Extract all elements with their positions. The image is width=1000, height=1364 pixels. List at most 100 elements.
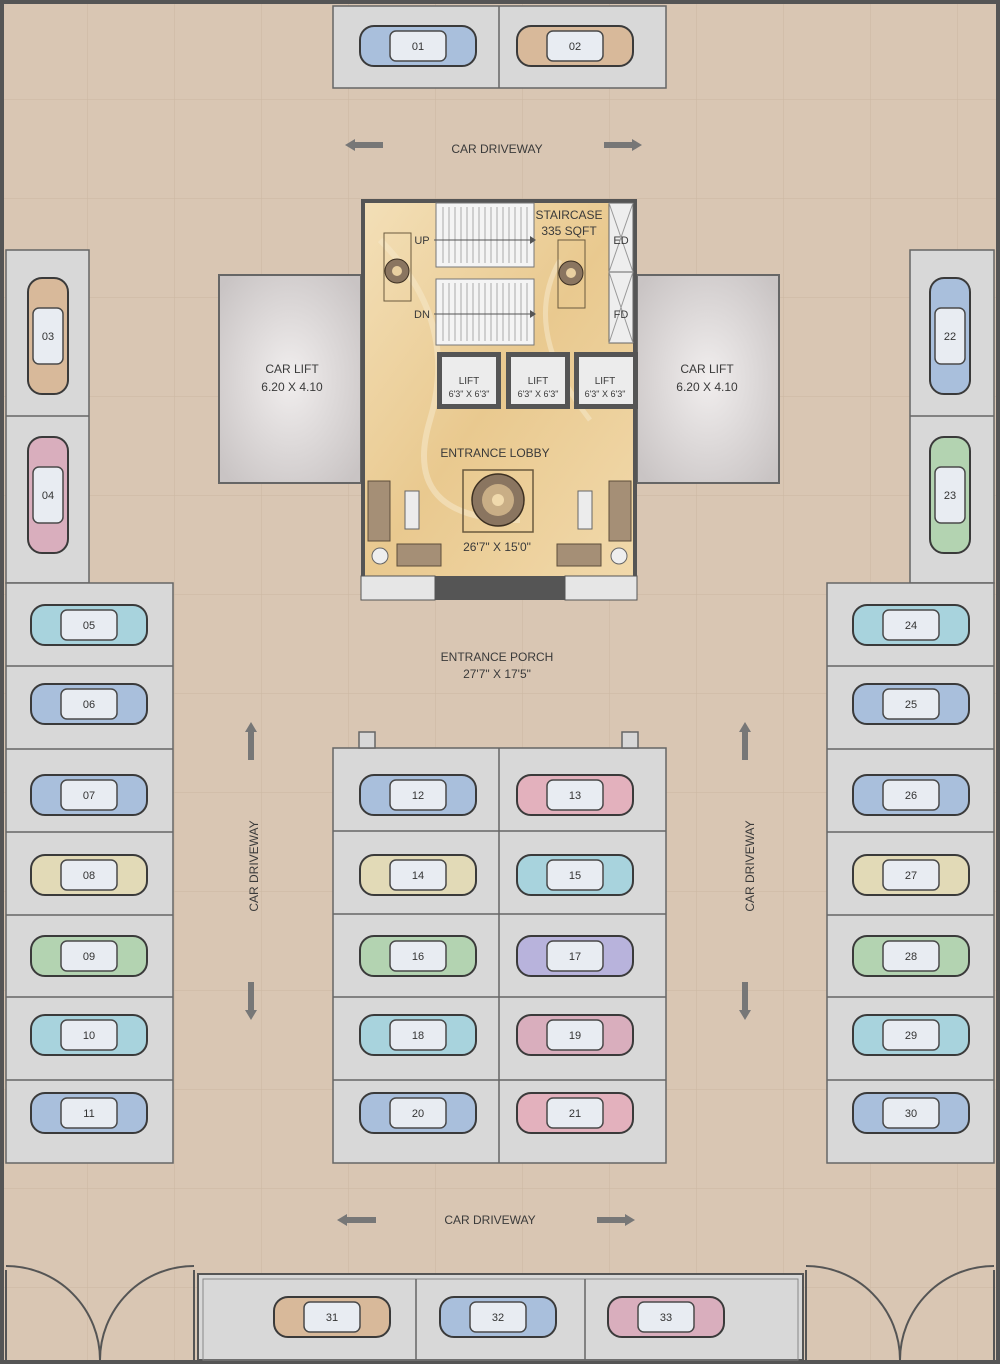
- planter-right: [610, 547, 628, 565]
- right-gate: [805, 1265, 995, 1361]
- car-number-label: 20: [412, 1108, 424, 1120]
- car-11: 11: [30, 1092, 148, 1134]
- entrance-lobby-size: 26'7" X 15'0": [463, 540, 531, 554]
- lift-2-size: 6'3" X 6'3": [518, 389, 559, 399]
- car-13: 13: [516, 774, 634, 816]
- car-number-label: 07: [83, 790, 95, 802]
- car-number-label: 08: [83, 870, 95, 882]
- car-07: 07: [30, 774, 148, 816]
- car-number-label: 25: [905, 699, 917, 711]
- ed-label: ED: [613, 235, 628, 247]
- car-17: 17: [516, 935, 634, 977]
- car-driveway-left-label: CAR DRIVEWAY: [247, 820, 261, 911]
- arrow-up-icon: [739, 722, 751, 760]
- car-lift-left-size: 6.20 X 4.10: [261, 380, 323, 394]
- car-number-label: 01: [412, 41, 424, 53]
- fd-label: FD: [614, 309, 629, 321]
- car-16: 16: [359, 935, 477, 977]
- planter-left: [371, 547, 389, 565]
- car-number-label: 18: [412, 1030, 424, 1042]
- car-28: 28: [852, 935, 970, 977]
- car-number-label: 30: [905, 1108, 917, 1120]
- floor-medallion-right: [557, 239, 586, 309]
- table-right: [577, 490, 593, 530]
- car-number-label: 16: [412, 951, 424, 963]
- car-02: 02: [516, 25, 634, 67]
- car-10: 10: [30, 1014, 148, 1056]
- car-lift-right-size: 6.20 X 4.10: [676, 380, 738, 394]
- stair-up-label: UP: [414, 235, 429, 247]
- arrow-down-icon: [739, 982, 751, 1020]
- arrow-right-icon: [604, 139, 642, 151]
- car-number-label: 22: [944, 331, 956, 343]
- car-08: 08: [30, 854, 148, 896]
- car-32: 32: [439, 1296, 557, 1338]
- lift-3-size: 6'3" X 6'3": [585, 389, 626, 399]
- staircase-area: 335 SQFT: [541, 224, 597, 238]
- car-33: 33: [607, 1296, 725, 1338]
- car-19: 19: [516, 1014, 634, 1056]
- parked-cars: 01 02 03 04 05 06 07 08 09 10 11 12 13 14 15 16 17 18 19 20…: [27, 25, 971, 1338]
- car-number-label: 32: [492, 1312, 504, 1324]
- car-driveway-right-label: CAR DRIVEWAY: [743, 820, 757, 911]
- lift-1-size: 6'3" X 6'3": [449, 389, 490, 399]
- car-21: 21: [516, 1092, 634, 1134]
- car-number-label: 23: [944, 490, 956, 502]
- arrow-right-icon: [597, 1214, 635, 1226]
- car-lift-left: CAR LIFT 6.20 X 4.10: [218, 274, 362, 484]
- car-lift-left-label: CAR LIFT: [265, 362, 319, 376]
- car-driveway-top-label: CAR DRIVEWAY: [451, 142, 542, 156]
- stair-down-label: DN: [414, 309, 430, 321]
- lift-2-label: LIFT: [528, 376, 549, 387]
- driveway-left: CAR DRIVEWAY: [245, 722, 261, 1020]
- arrow-up-icon: [245, 722, 257, 760]
- car-30: 30: [852, 1092, 970, 1134]
- car-number-label: 33: [660, 1312, 672, 1324]
- car-lift-right-label: CAR LIFT: [680, 362, 734, 376]
- car-26: 26: [852, 774, 970, 816]
- staircase-label: STAIRCASE: [535, 208, 602, 222]
- car-number-label: 11: [83, 1108, 94, 1120]
- driveway-top: CAR DRIVEWAY: [345, 139, 642, 156]
- car-12: 12: [359, 774, 477, 816]
- table-left: [404, 490, 420, 530]
- car-number-label: 14: [412, 870, 424, 882]
- car-15: 15: [516, 854, 634, 896]
- car-number-label: 09: [83, 951, 95, 963]
- car-number-label: 24: [905, 620, 917, 632]
- entrance-lobby-label: ENTRANCE LOBBY: [440, 446, 549, 460]
- driveway-right: CAR DRIVEWAY: [739, 722, 757, 1020]
- car-number-label: 17: [569, 951, 581, 963]
- car-number-label: 04: [42, 490, 54, 502]
- car-driveway-bottom-label: CAR DRIVEWAY: [444, 1213, 535, 1227]
- car-23: 23: [929, 436, 971, 554]
- lift-3-label: LIFT: [595, 376, 616, 387]
- sofa-left: [367, 480, 391, 542]
- car-05: 05: [30, 604, 148, 646]
- passenger-lifts: LIFT 6'3" X 6'3" LIFT 6'3" X 6'3" LIFT 6…: [437, 352, 638, 409]
- sofa-bottom-left: [396, 543, 442, 567]
- car-number-label: 03: [42, 331, 54, 343]
- car-31: 31: [273, 1296, 391, 1338]
- car-number-label: 15: [569, 870, 581, 882]
- entrance-porch-size: 27'7" X 17'5": [463, 667, 531, 681]
- car-number-label: 29: [905, 1030, 917, 1042]
- car-number-label: 28: [905, 951, 917, 963]
- floor-medallion-left: [383, 232, 412, 302]
- car-number-label: 06: [83, 699, 95, 711]
- car-04: 04: [27, 436, 69, 554]
- arrow-down-icon: [245, 982, 257, 1020]
- lift-1-label: LIFT: [459, 376, 480, 387]
- car-number-label: 27: [905, 870, 917, 882]
- arrow-left-icon: [337, 1214, 376, 1226]
- car-01: 01: [359, 25, 477, 67]
- car-09: 09: [30, 935, 148, 977]
- ducts: ED FD: [608, 202, 634, 344]
- entrance-lobby: ENTRANCE LOBBY 26'7" X 15'0": [367, 446, 632, 567]
- car-24: 24: [852, 604, 970, 646]
- car-18: 18: [359, 1014, 477, 1056]
- car-number-label: 21: [569, 1108, 581, 1120]
- car-number-label: 12: [412, 790, 424, 802]
